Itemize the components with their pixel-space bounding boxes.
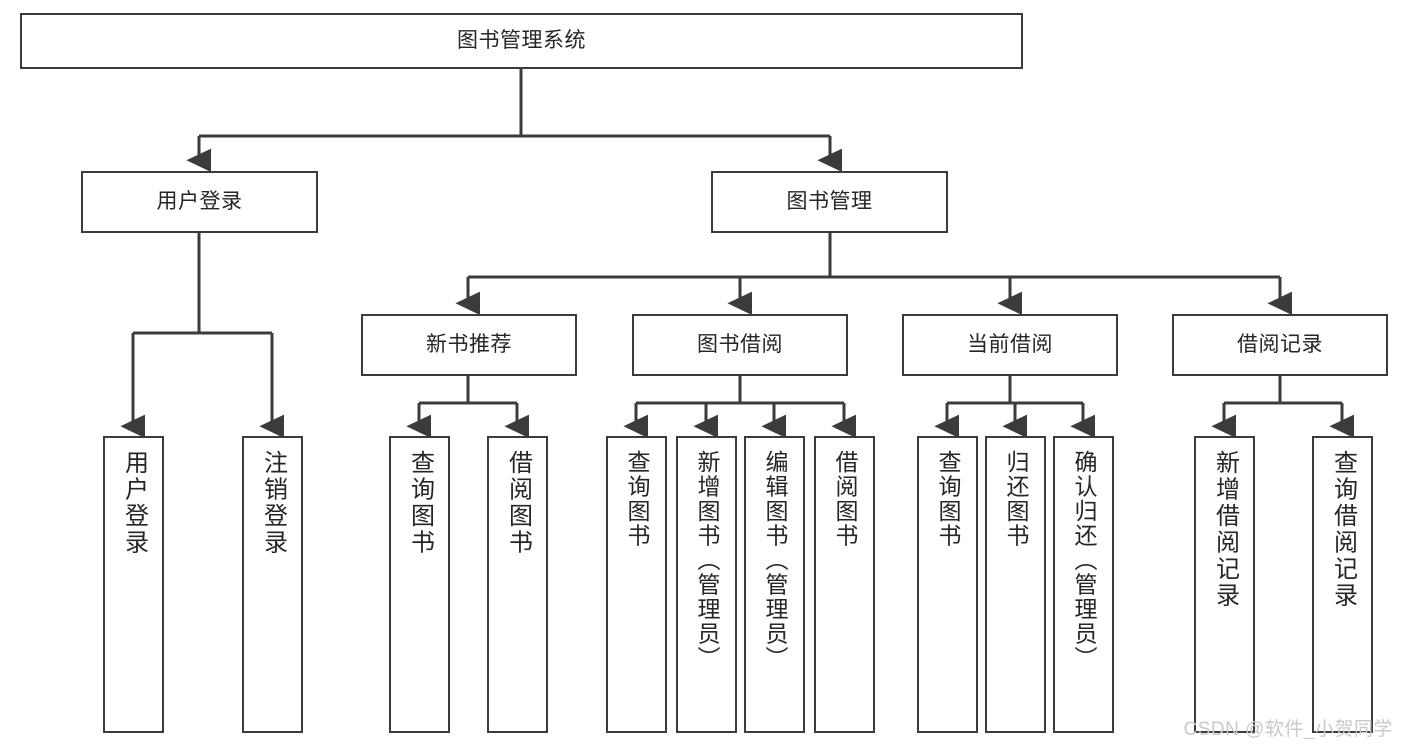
watermark-text: CSDN @软件_小贺同学	[1183, 719, 1393, 740]
node-leaf-confirm-return-label: 确认归还（管理员）	[1071, 450, 1097, 671]
node-leaf-borrow-book-1-label: 借阅图书	[504, 450, 532, 556]
node-leaf-query-book-2-label: 查询图书	[624, 450, 650, 548]
node-leaf-borrow-book-2[interactable]: 借阅图书	[814, 436, 875, 733]
node-leaf-add-record[interactable]: 新增借阅记录	[1194, 436, 1255, 733]
node-leaf-user-login[interactable]: 用户登录	[103, 436, 164, 733]
node-book-manage[interactable]: 图书管理	[711, 171, 948, 233]
node-book-manage-label: 图书管理	[786, 190, 873, 214]
node-leaf-return-book[interactable]: 归还图书	[985, 436, 1046, 733]
node-new-book-recommend-label: 新书推荐	[426, 333, 512, 357]
node-leaf-query-book-1-label: 查询图书	[406, 450, 434, 556]
node-leaf-query-record[interactable]: 查询借阅记录	[1312, 436, 1373, 733]
node-borrow-record[interactable]: 借阅记录	[1172, 314, 1388, 376]
node-leaf-query-book-3-label: 查询图书	[935, 450, 961, 548]
node-leaf-user-login-label: 用户登录	[120, 450, 148, 556]
node-new-book-recommend[interactable]: 新书推荐	[361, 314, 577, 376]
node-borrow-record-label: 借阅记录	[1237, 333, 1323, 357]
node-leaf-borrow-book-1[interactable]: 借阅图书	[487, 436, 548, 733]
node-user-login-label: 用户登录	[156, 190, 243, 214]
node-current-borrow-label: 当前借阅	[967, 333, 1053, 357]
node-book-borrow[interactable]: 图书借阅	[632, 314, 848, 376]
node-root[interactable]: 图书管理系统	[20, 13, 1023, 69]
node-leaf-user-logout[interactable]: 注销登录	[242, 436, 303, 733]
node-user-login[interactable]: 用户登录	[81, 171, 318, 233]
node-leaf-query-book-2[interactable]: 查询图书	[606, 436, 667, 733]
node-leaf-query-book-1[interactable]: 查询图书	[389, 436, 450, 733]
node-leaf-edit-book[interactable]: 编辑图书（管理员）	[744, 436, 805, 733]
node-book-borrow-label: 图书借阅	[697, 333, 783, 357]
node-leaf-edit-book-label: 编辑图书（管理员）	[762, 450, 788, 671]
node-leaf-add-book[interactable]: 新增图书（管理员）	[676, 436, 737, 733]
node-root-label: 图书管理系统	[457, 29, 586, 53]
node-leaf-return-book-label: 归还图书	[1003, 450, 1029, 548]
node-leaf-add-record-label: 新增借阅记录	[1211, 450, 1239, 609]
node-leaf-borrow-book-2-label: 借阅图书	[832, 450, 858, 548]
node-leaf-query-book-3[interactable]: 查询图书	[917, 436, 978, 733]
node-leaf-query-record-label: 查询借阅记录	[1329, 450, 1357, 609]
node-leaf-add-book-label: 新增图书（管理员）	[694, 450, 720, 671]
node-current-borrow[interactable]: 当前借阅	[902, 314, 1118, 376]
node-leaf-user-logout-label: 注销登录	[259, 450, 287, 556]
node-leaf-confirm-return[interactable]: 确认归还（管理员）	[1053, 436, 1114, 733]
